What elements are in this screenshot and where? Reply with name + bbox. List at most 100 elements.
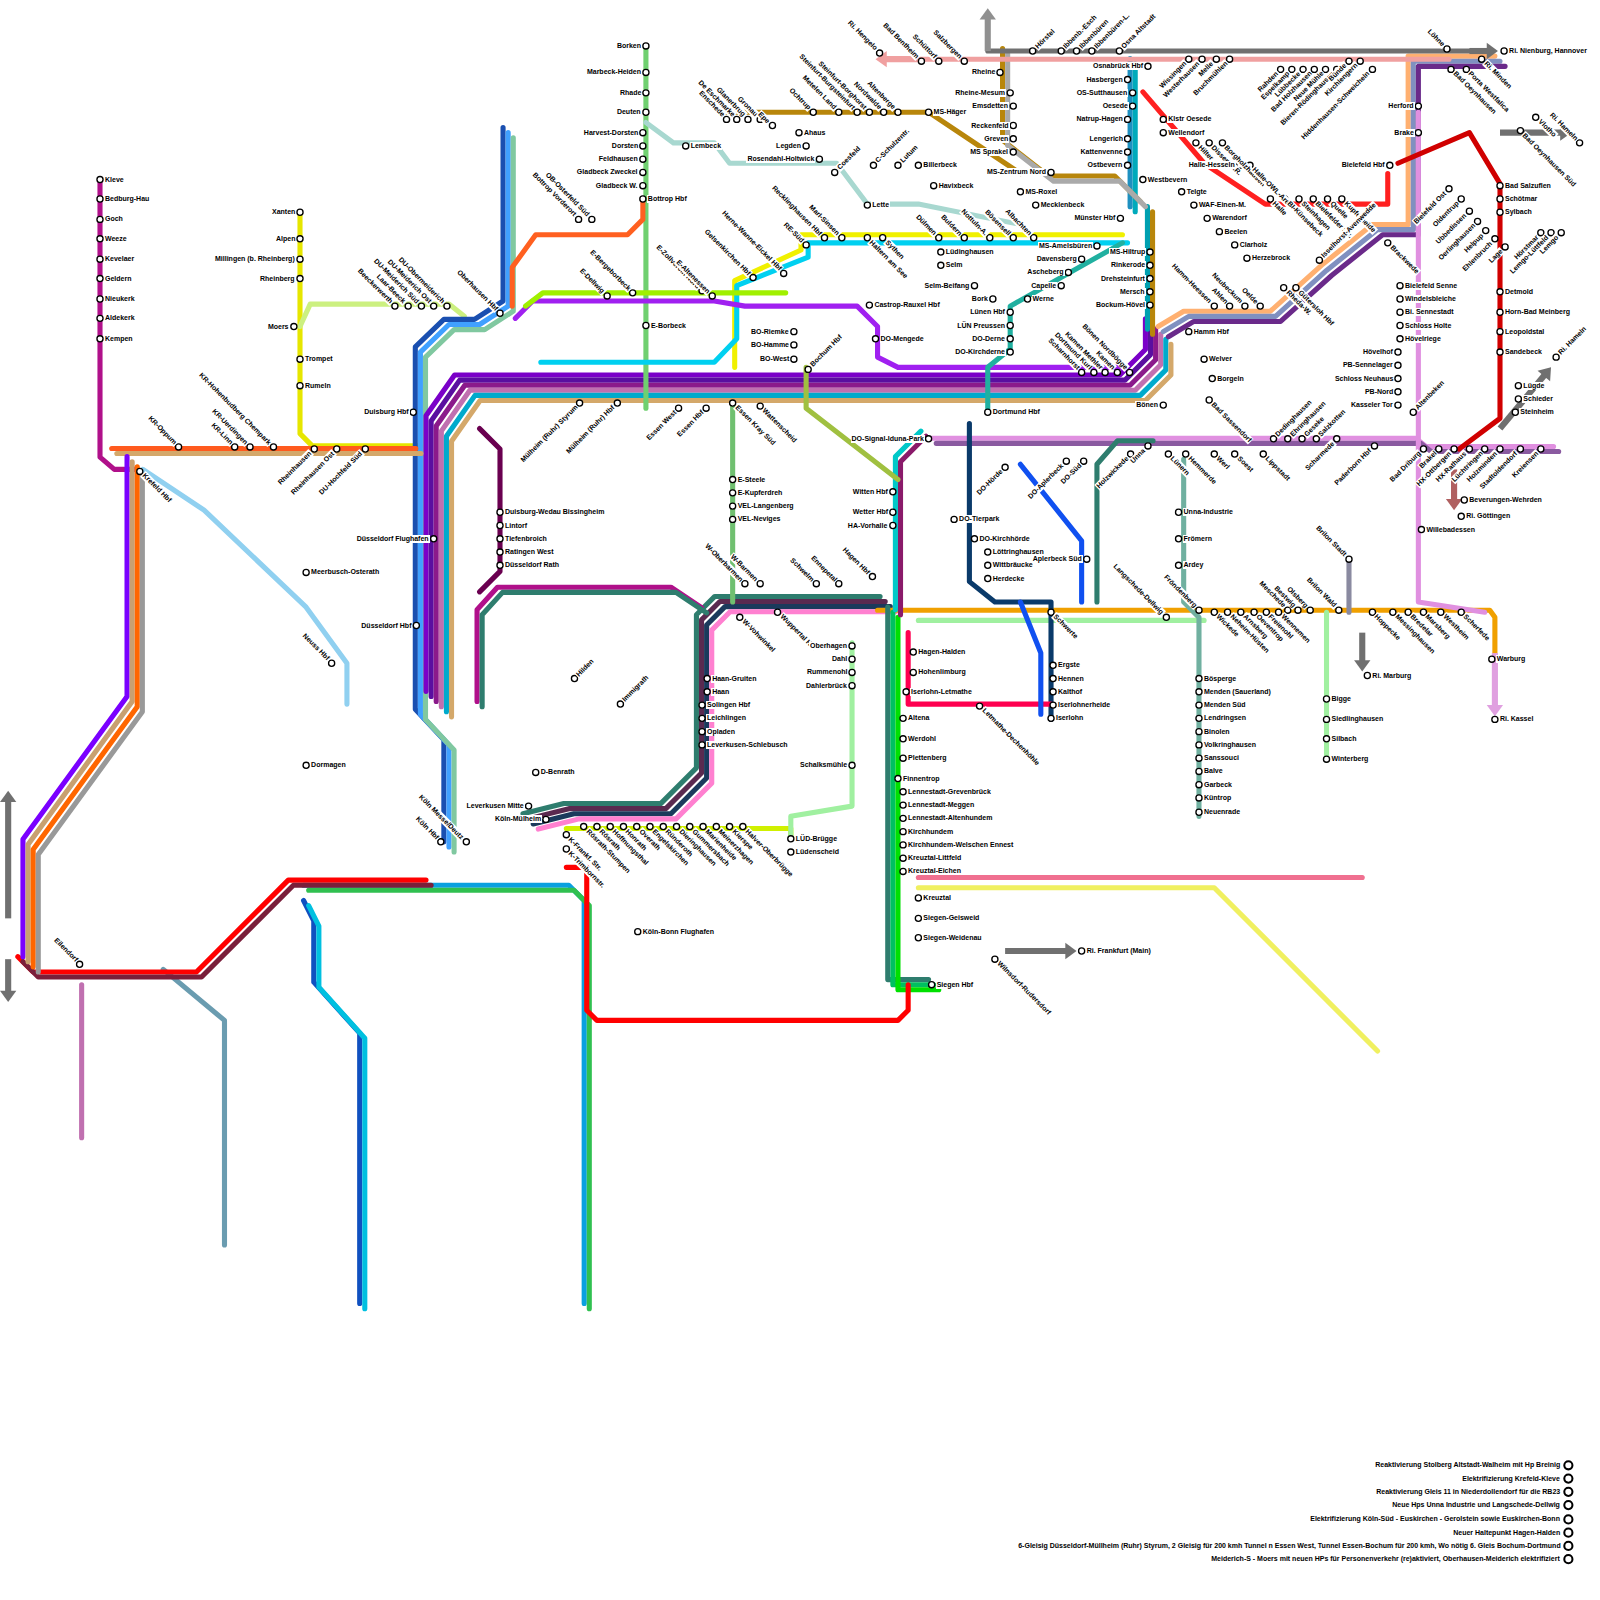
station-label: Lutum <box>898 143 920 165</box>
route-line <box>1168 66 1505 336</box>
station-label: VEL-Neviges <box>737 515 782 523</box>
station-dot <box>1397 336 1403 342</box>
station-dot <box>926 109 932 115</box>
station-dot <box>1216 229 1222 235</box>
station-label: Dorsten <box>611 142 639 150</box>
station-dot <box>247 444 253 450</box>
station-label: Menden Süd <box>1203 701 1247 709</box>
station-dot <box>683 143 689 149</box>
station-dot <box>704 676 710 682</box>
station-dot <box>97 196 103 202</box>
station-dot <box>576 216 582 222</box>
station-label: Ri. Göttingen <box>1465 512 1511 520</box>
station-dot <box>362 446 368 452</box>
station-dot <box>849 656 855 662</box>
station-dot <box>1145 63 1151 69</box>
station-label: Siegen-Weidenau <box>922 934 982 942</box>
station-dot <box>961 58 967 64</box>
station-label: Rosendahl-Holtwick <box>746 155 815 163</box>
station-label: Lüdinghausen <box>945 248 995 256</box>
station-dot <box>990 296 996 302</box>
station-dot <box>1140 177 1146 183</box>
station-label: Davensberg <box>1036 255 1078 263</box>
station-dot <box>643 43 649 49</box>
legend-marker <box>1564 1488 1572 1496</box>
station-label: Köln-Mülheim <box>494 815 542 823</box>
station-label: Plettenberg <box>907 754 948 762</box>
station-dot <box>270 444 276 450</box>
station-label: OS-Sutthausen <box>1076 89 1129 97</box>
station-dot <box>1050 676 1056 682</box>
station-label: Herne-Wanne-Eickel Hbf <box>719 209 783 273</box>
station-label: Rinkerode <box>1110 261 1146 269</box>
station-label: Feldhausen <box>598 155 639 163</box>
station-label: Rheinberg <box>259 275 296 283</box>
station-dot <box>687 823 693 829</box>
station-dot <box>890 522 896 528</box>
station-dot <box>1073 48 1079 54</box>
station-dot <box>640 183 646 189</box>
station-dot <box>1191 202 1197 208</box>
route-line <box>1020 602 1040 714</box>
station-label: DO-Kirchhörde <box>978 535 1030 543</box>
station-label: DO-Tierpark <box>958 515 1000 523</box>
station-dot <box>617 701 623 707</box>
route-line <box>1143 92 1388 204</box>
station-label: Altena <box>907 714 930 722</box>
route-line <box>1418 112 1484 612</box>
station-dot <box>854 109 860 115</box>
station-label: Essen Kray Süd <box>733 403 778 448</box>
station-dot <box>1489 656 1495 662</box>
station-dot <box>1176 536 1182 542</box>
station-label: BO-Riemke <box>750 328 790 336</box>
station-label: Siegen Hbf <box>936 981 975 989</box>
station-label: BO-West <box>759 355 790 363</box>
station-dot <box>1497 196 1503 202</box>
station-label: Sandebeck <box>1504 348 1543 356</box>
station-dot <box>640 169 646 175</box>
station-dot <box>1196 729 1202 735</box>
station-dot <box>849 643 855 649</box>
station-dot <box>1515 396 1521 402</box>
station-dot <box>297 276 303 282</box>
station-dot <box>750 274 756 280</box>
station-dot <box>1065 269 1071 275</box>
station-label: Leichlingen <box>706 714 747 722</box>
station-dot <box>895 109 901 115</box>
station-dot <box>640 196 646 202</box>
station-label: Dülmen <box>913 212 938 237</box>
station-label: Eilendorf <box>51 936 80 965</box>
station-dot <box>1415 130 1421 136</box>
station-label: Iserlohn-Letmathe <box>910 688 973 696</box>
station-label: Oesede <box>1102 102 1129 110</box>
station-label: Rumeln <box>304 382 332 390</box>
route-line <box>1020 464 1081 602</box>
station-label: Coesfeld <box>835 144 863 172</box>
station-dot <box>1050 689 1056 695</box>
station-label: Drehsteinfurt <box>1100 275 1146 283</box>
station-label: WAF-Einen-M. <box>1198 201 1247 209</box>
route-line <box>79 985 84 1138</box>
station-label: Essen West <box>644 408 679 443</box>
station-dot <box>97 236 103 242</box>
station-dot <box>1232 242 1238 248</box>
station-dot <box>1410 409 1416 415</box>
station-label: Wittbräucke <box>992 561 1034 569</box>
station-dot <box>1196 755 1202 761</box>
station-label: Haan <box>711 688 730 696</box>
station-label: LÜN Preussen <box>956 322 1006 330</box>
station-label: Schötmar <box>1504 195 1538 203</box>
station-dot <box>1058 283 1064 289</box>
station-dot <box>410 409 416 415</box>
station-dot <box>791 342 797 348</box>
legend-text: Neuer Haltepunkt Hagen-Halden <box>1452 1529 1561 1537</box>
station-label: Lennestadt-Meggen <box>907 801 975 809</box>
station-dot <box>915 895 921 901</box>
station-dot <box>900 842 906 848</box>
station-dot <box>839 235 845 241</box>
station-group <box>77 43 1583 988</box>
station-label: Haan-Gruiten <box>711 675 757 683</box>
station-dot <box>97 276 103 282</box>
legend-marker <box>1564 1501 1572 1509</box>
station-dot <box>895 162 901 168</box>
